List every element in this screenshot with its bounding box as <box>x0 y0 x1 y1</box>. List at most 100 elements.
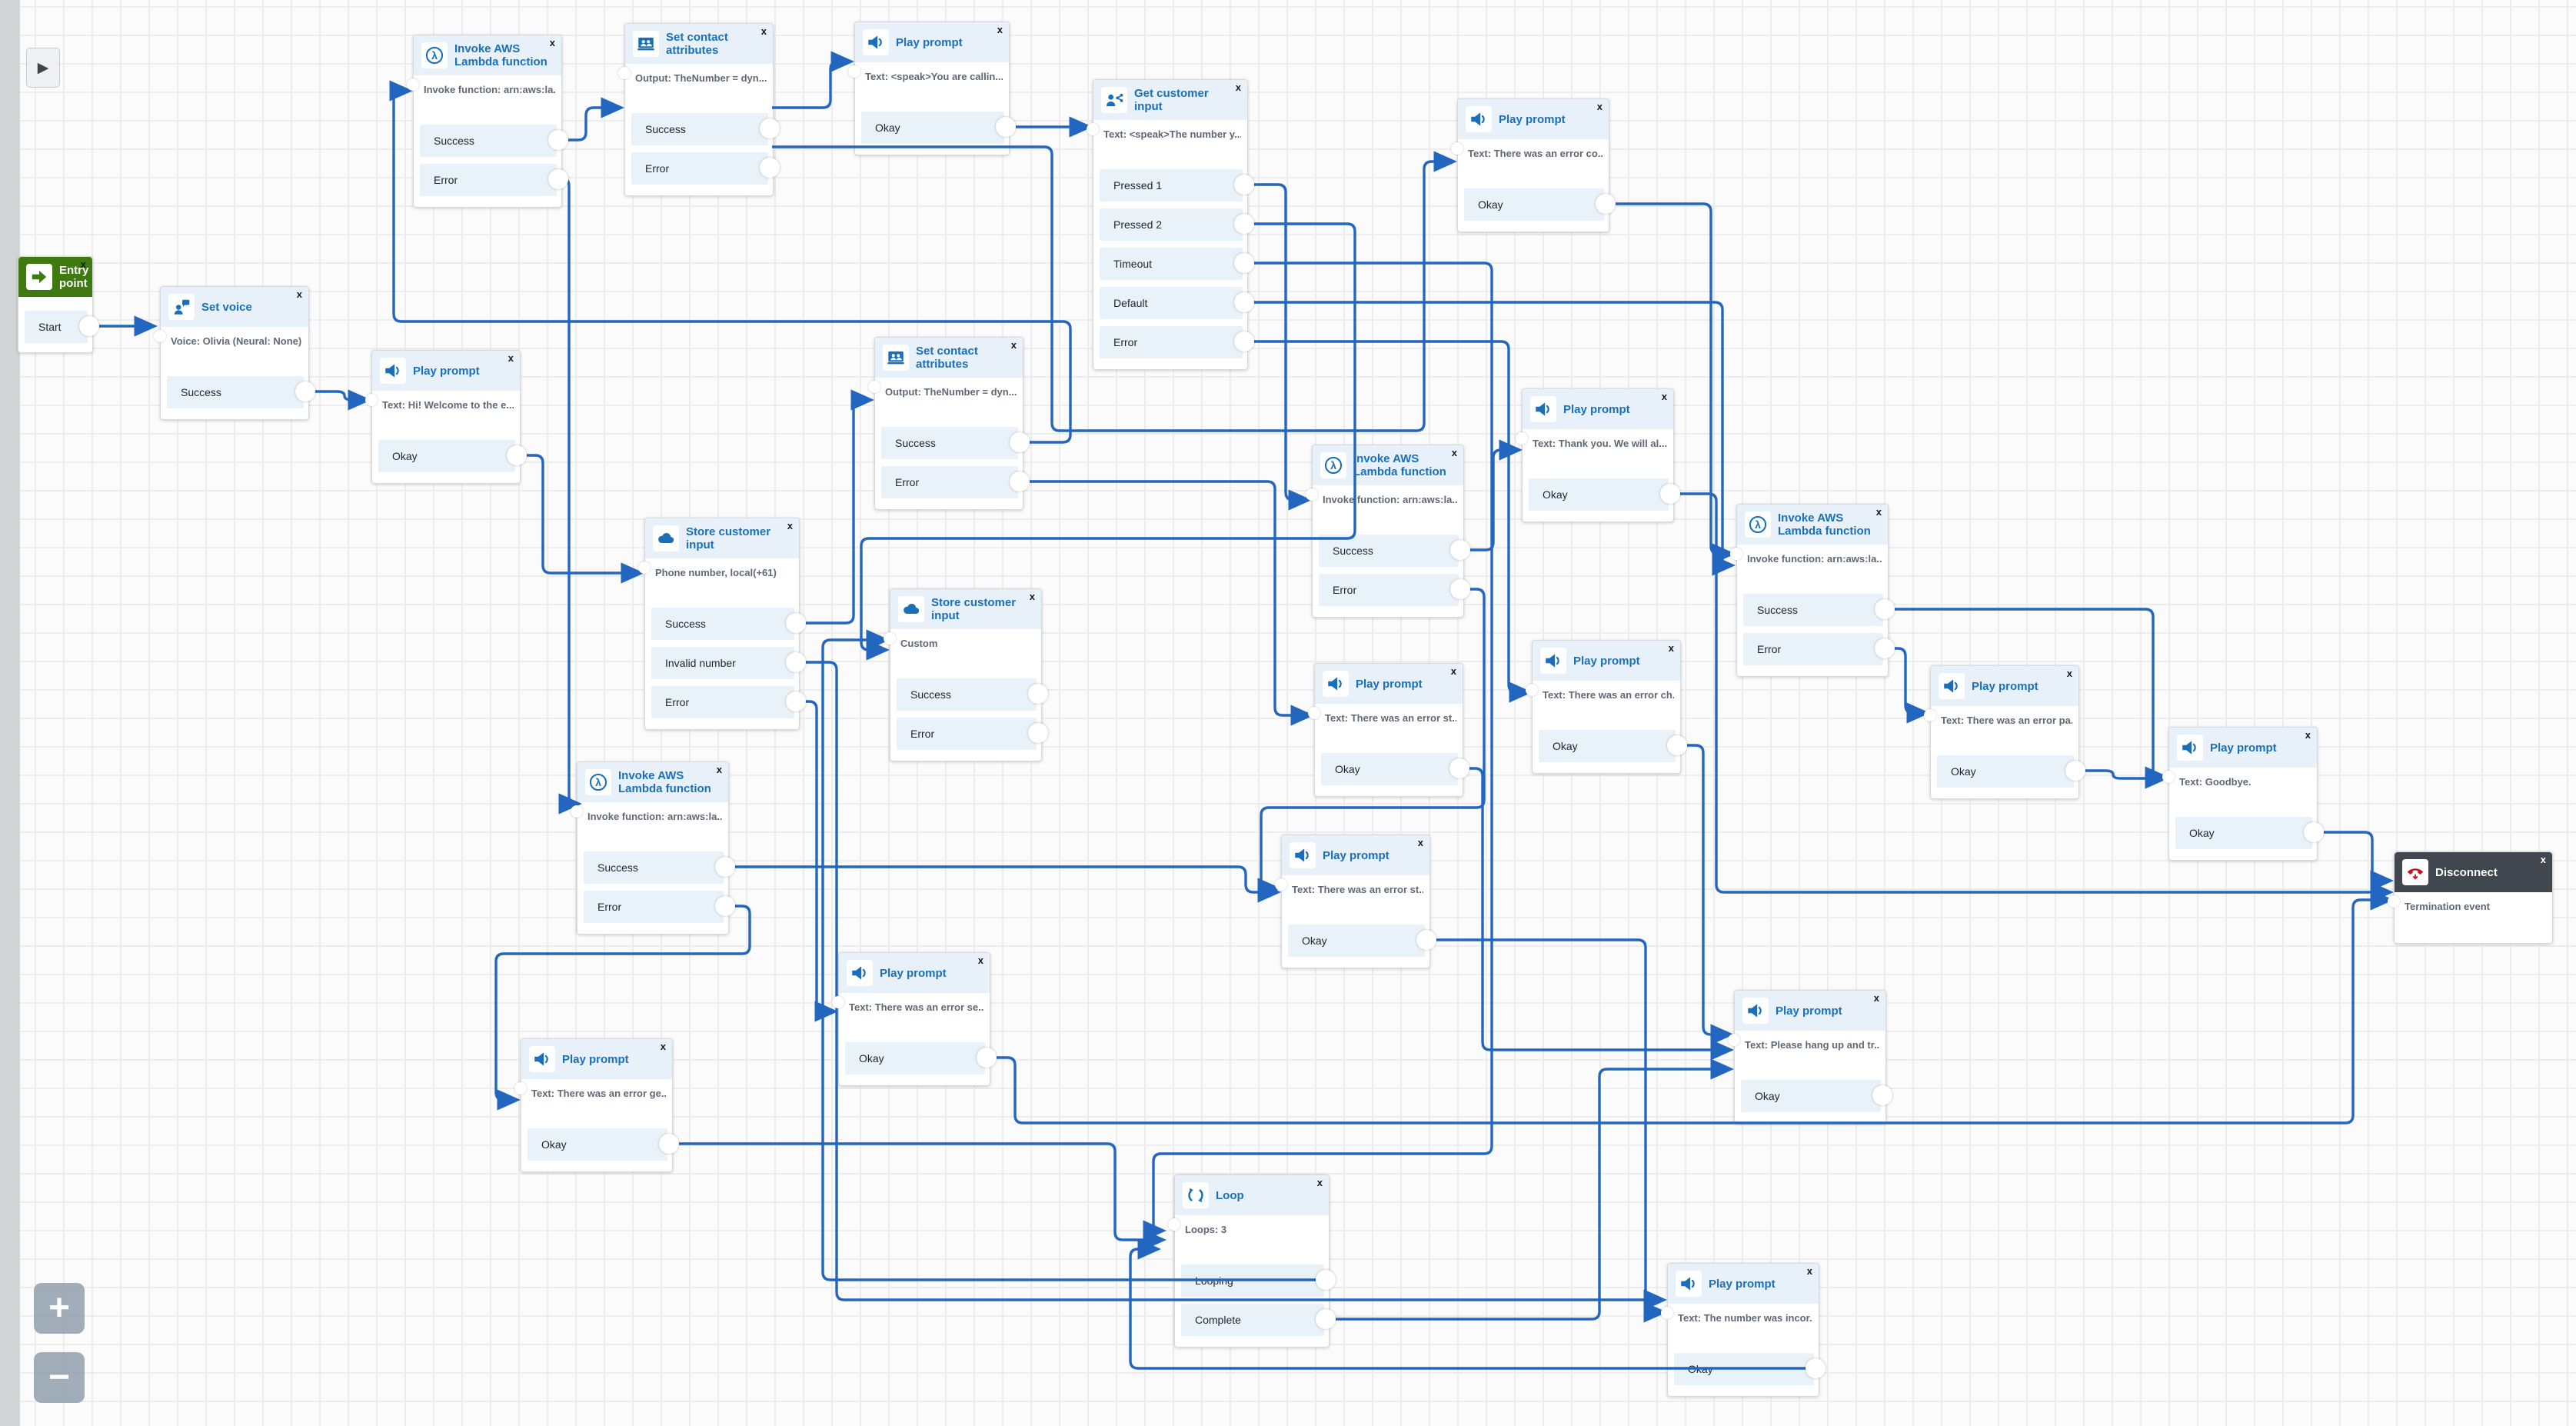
node-header[interactable]: Set voice <box>161 287 308 327</box>
output-complete[interactable]: Complete <box>1181 1304 1324 1336</box>
output-success[interactable]: Success <box>584 851 724 884</box>
node-header[interactable]: Play prompt <box>1315 664 1463 704</box>
connection-port[interactable] <box>786 652 806 672</box>
connection-port[interactable] <box>1234 332 1254 352</box>
node-header[interactable]: Get customer input <box>1093 80 1247 120</box>
zoom-in-button[interactable]: + <box>34 1283 85 1334</box>
connection-port[interactable] <box>760 158 780 178</box>
close-node-button[interactable]: x <box>1668 642 1674 654</box>
node-header[interactable]: Play prompt <box>855 22 1009 62</box>
close-node-button[interactable]: x <box>1029 591 1035 602</box>
close-node-button[interactable]: x <box>1451 447 1457 458</box>
sidebar-expand-button[interactable]: ▶ <box>26 48 60 88</box>
output-error[interactable]: Error <box>1100 326 1243 358</box>
node-header[interactable]: Play prompt <box>1523 389 1673 429</box>
output-okay[interactable]: Okay <box>845 1042 985 1074</box>
connection-port[interactable] <box>1028 684 1048 704</box>
output-success[interactable]: Success <box>897 678 1037 711</box>
close-node-button[interactable]: x <box>508 352 514 364</box>
output-success[interactable]: Success <box>631 113 768 145</box>
connection-port[interactable] <box>1234 253 1254 273</box>
connection-port[interactable] <box>1010 471 1030 491</box>
close-node-button[interactable]: x <box>787 520 793 531</box>
output-okay[interactable]: Okay <box>378 440 515 472</box>
close-node-button[interactable]: x <box>1873 992 1879 1004</box>
close-node-button[interactable]: x <box>716 764 722 775</box>
output-error[interactable]: Error <box>1743 633 1883 665</box>
close-node-button[interactable]: x <box>1010 339 1017 351</box>
connection-port[interactable] <box>1234 214 1254 234</box>
output-invalid-number[interactable]: Invalid number <box>651 647 794 679</box>
connection-port[interactable] <box>1806 1358 1825 1378</box>
output-pressed-2[interactable]: Pressed 2 <box>1100 208 1243 241</box>
connection-port[interactable] <box>548 169 568 189</box>
connection-port[interactable] <box>1450 540 1470 560</box>
zoom-out-button[interactable]: − <box>34 1352 85 1403</box>
node-header[interactable]: Play prompt <box>1735 991 1885 1031</box>
output-okay[interactable]: Okay <box>1529 478 1669 511</box>
connection-port[interactable] <box>760 118 780 138</box>
close-node-button[interactable]: x <box>1316 1177 1323 1188</box>
connection-port[interactable] <box>2304 822 2324 842</box>
output-success[interactable]: Success <box>1743 594 1883 626</box>
output-okay[interactable]: Okay <box>1464 188 1604 221</box>
output-start[interactable]: Start <box>25 311 88 343</box>
connection-port[interactable] <box>977 1048 997 1068</box>
connection-port[interactable] <box>786 613 806 633</box>
close-node-button[interactable]: x <box>2305 729 2311 741</box>
node-header[interactable]: Disconnect <box>2395 852 2552 892</box>
connection-port[interactable] <box>1234 292 1254 312</box>
node-header[interactable]: Play prompt <box>1458 99 1609 139</box>
output-okay[interactable]: Okay <box>1674 1353 1814 1385</box>
output-okay[interactable]: Okay <box>861 112 1004 144</box>
output-looping[interactable]: Looping <box>1181 1264 1324 1297</box>
connection-port[interactable] <box>996 117 1016 137</box>
output-okay[interactable]: Okay <box>1741 1080 1881 1112</box>
connection-port[interactable] <box>1416 930 1436 950</box>
connection-port[interactable] <box>1875 638 1895 658</box>
node-header[interactable]: Set contact attributes <box>625 24 773 64</box>
node-header[interactable]: Set contact attributes <box>875 338 1023 378</box>
output-default[interactable]: Default <box>1100 287 1243 319</box>
node-header[interactable]: Play prompt <box>1931 666 2078 706</box>
output-success[interactable]: Success <box>651 608 794 640</box>
node-header[interactable]: Play prompt <box>1668 1264 1819 1304</box>
node-header[interactable]: Play prompt <box>2169 728 2317 768</box>
close-node-button[interactable]: x <box>2066 668 2072 679</box>
output-success[interactable]: Success <box>420 125 557 157</box>
connection-port[interactable] <box>295 381 315 401</box>
close-node-button[interactable]: x <box>2540 854 2546 865</box>
connection-port[interactable] <box>1449 758 1469 778</box>
connection-port[interactable] <box>1316 1309 1336 1329</box>
connection-port[interactable] <box>1028 723 1048 743</box>
connection-port[interactable] <box>1234 175 1254 195</box>
close-node-button[interactable]: x <box>977 955 983 966</box>
output-timeout[interactable]: Timeout <box>1100 248 1243 280</box>
close-node-button[interactable]: x <box>80 258 86 270</box>
close-node-button[interactable]: x <box>1450 665 1456 677</box>
connection-port[interactable] <box>507 445 527 465</box>
node-header[interactable]: Loop <box>1175 1175 1329 1215</box>
connection-port[interactable] <box>1667 735 1687 755</box>
connection-port[interactable] <box>1872 1085 1892 1105</box>
output-error[interactable]: Error <box>651 686 794 718</box>
